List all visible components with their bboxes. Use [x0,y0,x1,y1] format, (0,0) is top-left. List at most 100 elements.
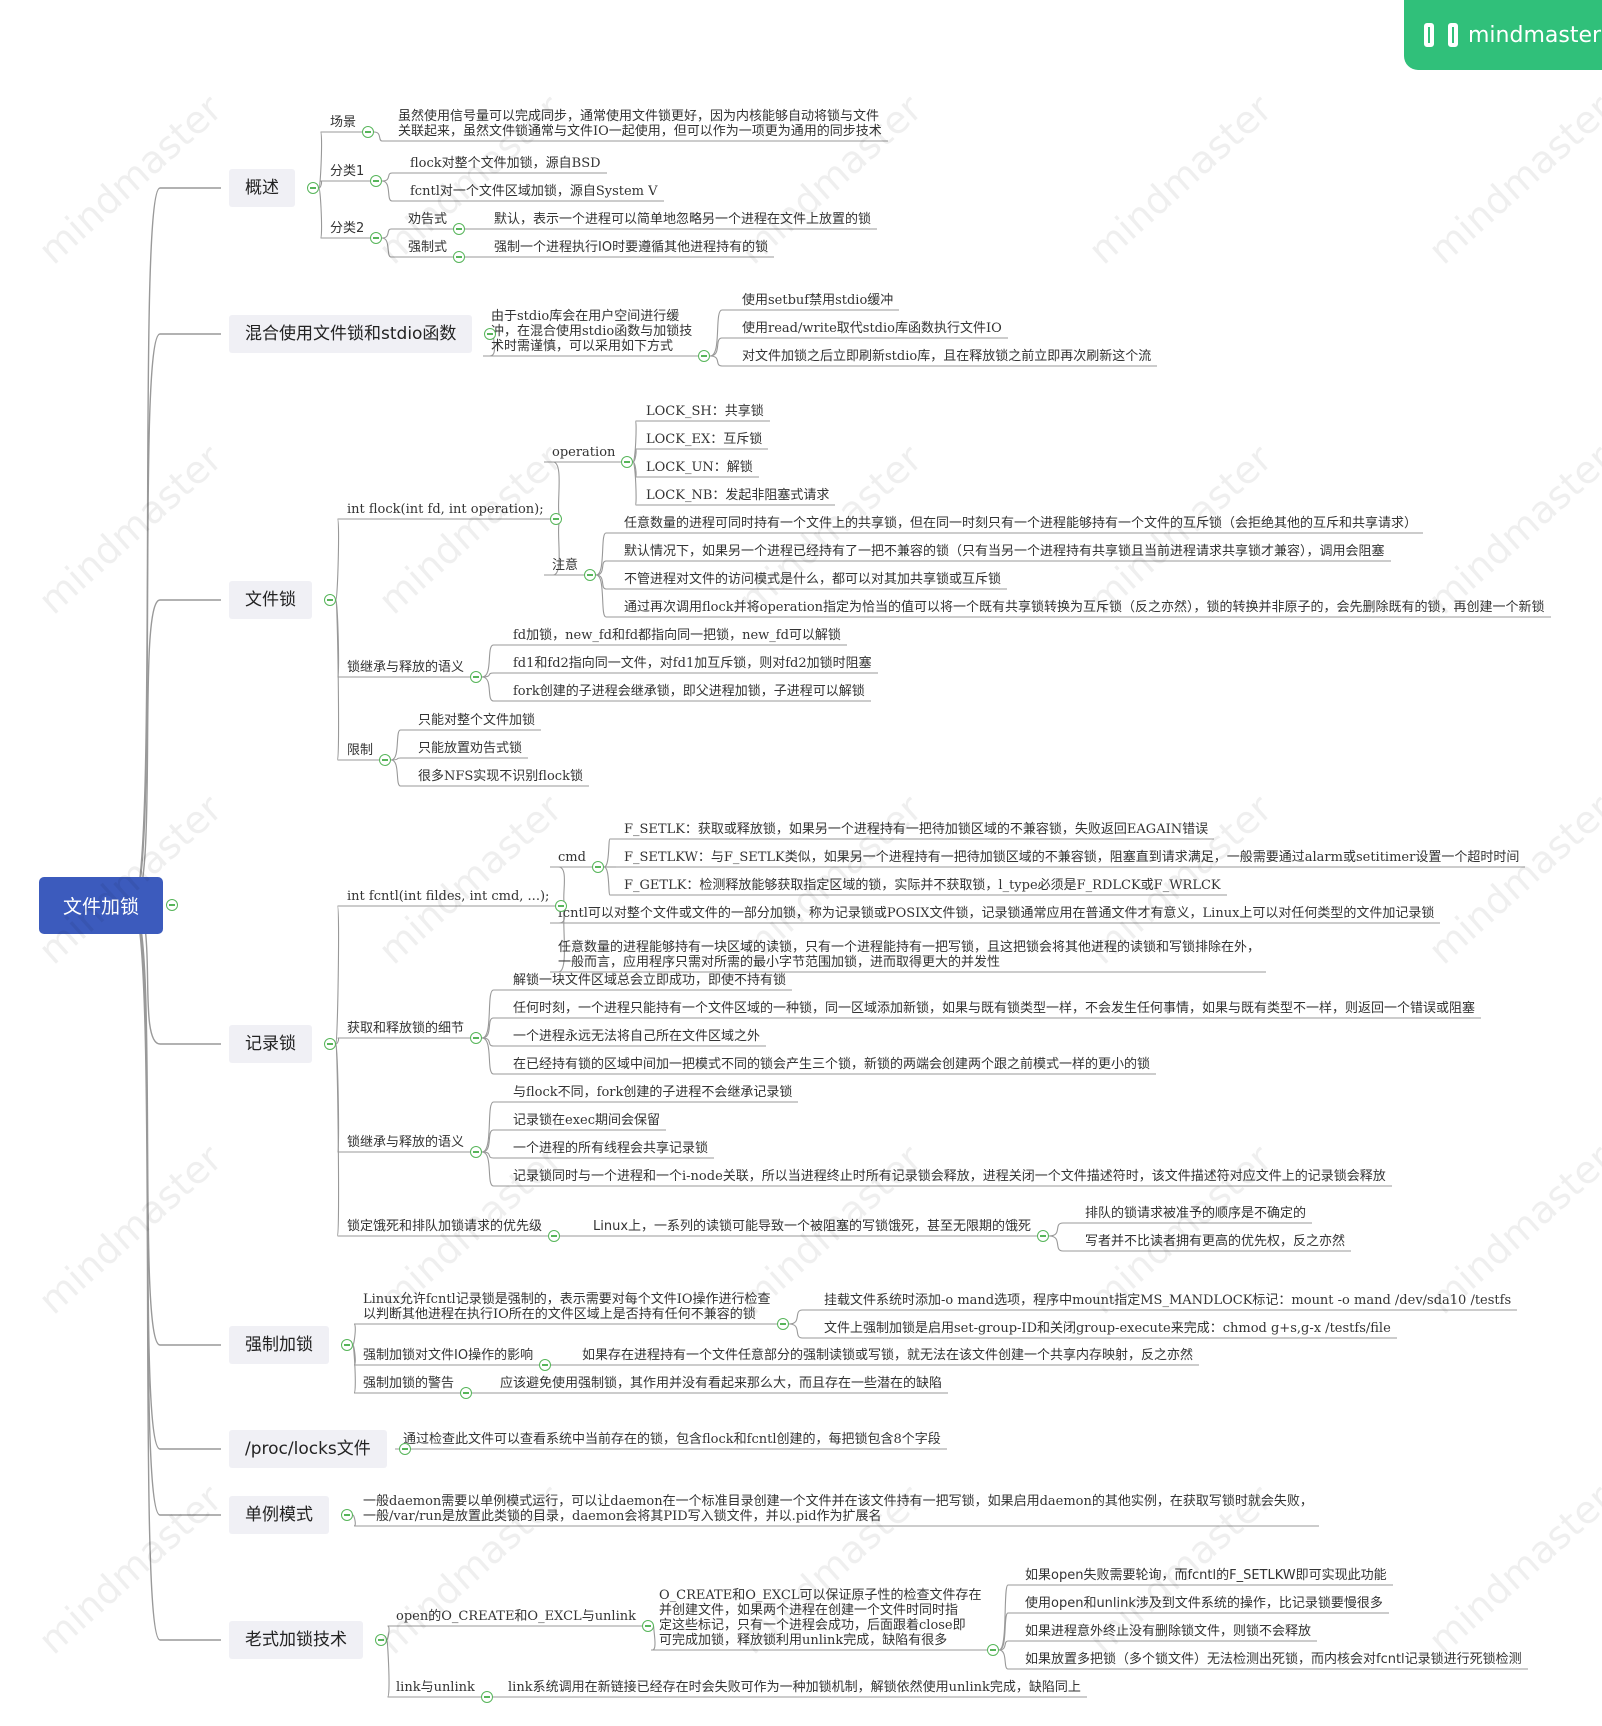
subtopic-n4a2[interactable]: fcntl可以对整个文件或文件的一部分加锁，称为记录锁或POSIX文件锁，记录锁… [558,906,1435,921]
subtopic-n8a[interactable]: open的O_CREATE和O_EXCL与unlink [396,1609,636,1624]
subtopic-n4d1b[interactable]: 写者并不比读者拥有更高的优先权，反之亦然 [1085,1234,1346,1249]
collapse-toggle-icon[interactable] [460,1387,472,1399]
subtopic-n4a1b[interactable]: F_SETLKW：与F_SETLK类似，如果另一个进程持有一把待加锁区域的不兼容… [624,850,1520,865]
collapse-toggle-icon[interactable] [362,126,374,138]
collapse-toggle-icon[interactable] [555,900,567,912]
subtopic-n5c[interactable]: 强制加锁的警告 [363,1376,455,1391]
collapse-toggle-icon[interactable] [324,594,336,606]
subtopic-n3a2b[interactable]: 默认情况下，如果另一个进程已经持有了一把不兼容的锁（只有当另一个进程持有共享锁且… [624,544,1385,559]
subtopic-n3a2d[interactable]: 通过再次调用flock并将operation指定为恰当的值可以将一个既有共享锁转… [624,600,1545,615]
topic-n5[interactable]: 强制加锁 [229,1326,329,1364]
collapse-toggle-icon[interactable] [453,251,465,263]
subtopic-n2a2[interactable]: 使用read/write取代stdio库函数执行文件IO [742,321,1002,336]
subtopic-n4a1c[interactable]: F_GETLK：检测释放能够获取指定区域的锁，实际并不获取锁，l_type必须是… [624,878,1221,893]
subtopic-n3b3[interactable]: fork创建的子进程会继承锁，即父进程加锁，子进程可以解锁 [513,684,865,699]
subtopic-n8b[interactable]: link与unlink [396,1680,475,1695]
subtopic-n1b[interactable]: 分类1 [330,164,365,179]
subtopic-n3c3[interactable]: 很多NFS实现不识别flock锁 [418,769,583,784]
collapse-toggle-icon[interactable] [539,1359,551,1371]
subtopic-n3a2c[interactable]: 不管进程对文件的访问模式是什么，都可以对其加共享锁或互斥锁 [624,572,1002,587]
topic-n4[interactable]: 记录锁 [229,1025,312,1063]
subtopic-n3a[interactable]: int flock(int fd, int operation); [347,502,544,517]
subtopic-n5b1[interactable]: 如果存在进程持有一个文件任意部分的强制读锁或写锁，就无法在该文件创建一个共享内存… [582,1348,1194,1363]
subtopic-n3a1b[interactable]: LOCK_EX：互斥锁 [646,432,763,447]
subtopic-n5a1[interactable]: 挂载文件系统时添加-o mand选项，程序中mount指定MS_MANDLOCK… [824,1293,1512,1308]
subtopic-n2a[interactable]: 由于stdio库会在用户空间进行缓 冲，在混合使用stdio函数与加锁技 术时需… [491,309,693,354]
subtopic-n4a1[interactable]: cmd [558,850,586,865]
collapse-toggle-icon[interactable] [453,223,465,235]
collapse-toggle-icon[interactable] [481,1691,493,1703]
subtopic-n5a[interactable]: Linux允许fcntl记录锁是强制的，表示需要对每个文件IO操作进行检查 以判… [363,1292,771,1322]
subtopic-n1c2a[interactable]: 强制一个进程执行IO时要遵循其他进程持有的锁 [494,240,769,255]
subtopic-n4b4[interactable]: 在已经持有锁的区域中间加一把模式不同的锁会产生三个锁，新锁的两端会创建两个跟之前… [513,1057,1151,1072]
subtopic-n3a2[interactable]: 注意 [552,558,579,573]
subtopic-n3b[interactable]: 锁继承与释放的语义 [347,660,465,675]
subtopic-n1c1a[interactable]: 默认，表示一个进程可以简单地忽略另一个进程在文件上放置的锁 [494,212,872,227]
subtopic-n2a1[interactable]: 使用setbuf禁用stdio缓冲 [742,293,894,308]
collapse-toggle-icon[interactable] [548,1230,560,1242]
subtopic-n3c2[interactable]: 只能放置劝告式锁 [418,741,523,756]
subtopic-n4a1a[interactable]: F_SETLK：获取或释放锁，如果另一个进程持有一把待加锁区域的不兼容锁，失败返… [624,822,1209,837]
collapse-toggle-icon[interactable] [621,456,633,468]
collapse-toggle-icon[interactable] [470,671,482,683]
collapse-toggle-icon[interactable] [550,513,562,525]
subtopic-n8b1[interactable]: link系统调用在新链接已经存在时会失败可作为一种加锁机制，解锁依然使用unli… [508,1680,1081,1695]
subtopic-n4d1a[interactable]: 排队的锁请求被准予的顺序是不确定的 [1085,1206,1307,1221]
brand-badge[interactable]: mindmaster [1404,0,1602,70]
collapse-toggle-icon[interactable] [370,232,382,244]
collapse-toggle-icon[interactable] [324,1038,336,1050]
subtopic-n4b1[interactable]: 解锁一块文件区域总会立即成功，即使不持有锁 [513,973,787,988]
topic-n7[interactable]: 单例模式 [229,1496,329,1534]
subtopic-n4c2[interactable]: 记录锁在exec期间会保留 [513,1113,660,1128]
subtopic-n1c[interactable]: 分类2 [330,221,365,236]
collapse-toggle-icon[interactable] [987,1644,999,1656]
subtopic-n4d1[interactable]: Linux上，一系列的读锁可能导致一个被阻塞的写锁饿死，甚至无限期的饿死 [593,1219,1032,1234]
subtopic-n4b2[interactable]: 任何时刻，一个进程只能持有一个文件区域的一种锁，同一区域添加新锁，如果与既有锁类… [513,1001,1476,1016]
collapse-toggle-icon[interactable] [379,754,391,766]
collapse-toggle-icon[interactable] [375,1634,387,1646]
collapse-toggle-icon[interactable] [698,350,710,362]
subtopic-n4d[interactable]: 锁定饿死和排队加锁请求的优先级 [347,1219,543,1234]
subtopic-n1b2[interactable]: fcntl对一个文件区域加锁，源自System V [410,184,658,199]
subtopic-n4b3[interactable]: 一个进程永远无法将自己所在文件区域之外 [513,1029,761,1044]
collapse-toggle-icon[interactable] [166,899,178,911]
subtopic-n3a1c[interactable]: LOCK_UN：解锁 [646,460,753,475]
subtopic-n1a1[interactable]: 虽然使用信号量可以完成同步，通常使用文件锁更好，因为内核能够自动将锁与文件 关联… [398,109,882,139]
subtopic-n3c1[interactable]: 只能对整个文件加锁 [418,713,536,728]
subtopic-n5a2[interactable]: 文件上强制加锁是启用set-group-ID和关闭group-execute来完… [824,1321,1391,1336]
subtopic-n4b[interactable]: 获取和释放锁的细节 [347,1021,465,1036]
collapse-toggle-icon[interactable] [484,328,496,340]
subtopic-n4c3[interactable]: 一个进程的所有线程会共享记录锁 [513,1141,709,1156]
collapse-toggle-icon[interactable] [470,1032,482,1044]
subtopic-n3a1[interactable]: operation [552,445,616,460]
collapse-toggle-icon[interactable] [470,1146,482,1158]
topic-n6[interactable]: /proc/locks文件 [229,1430,387,1468]
collapse-toggle-icon[interactable] [341,1339,353,1351]
subtopic-n4c4[interactable]: 记录锁同时与一个进程和一个i-node关联，所以当进程终止时所有记录锁会释放，进… [513,1169,1386,1184]
collapse-toggle-icon[interactable] [307,182,319,194]
subtopic-n8a1c[interactable]: 如果进程意外终止没有删除锁文件，则锁不会释放 [1025,1624,1312,1639]
subtopic-n4c[interactable]: 锁继承与释放的语义 [347,1135,465,1150]
subtopic-n1b1[interactable]: flock对整个文件加锁，源自BSD [410,156,601,171]
subtopic-n8a1d[interactable]: 如果放置多把锁（多个锁文件）无法检测出死锁，而内核会对fcntl记录锁进行死锁检… [1025,1652,1522,1667]
collapse-toggle-icon[interactable] [642,1620,654,1632]
subtopic-n8a1a[interactable]: 如果open失败需要轮询，而fcntl的F_SETLKW即可实现此功能 [1025,1568,1387,1583]
collapse-toggle-icon[interactable] [370,175,382,187]
subtopic-n6a[interactable]: 通过检查此文件可以查看系统中当前存在的锁，包含flock和fcntl创建的，每把… [403,1432,941,1447]
subtopic-n8a1b[interactable]: 使用open和unlink涉及到文件系统的操作，比记录锁要慢很多 [1025,1596,1383,1611]
collapse-toggle-icon[interactable] [1037,1230,1049,1242]
subtopic-n1c1[interactable]: 劝告式 [408,212,448,227]
collapse-toggle-icon[interactable] [592,861,604,873]
subtopic-n7a[interactable]: 一般daemon需要以单例模式运行，可以让daemon在一个标准目录创建一个文件… [363,1494,1313,1524]
topic-n8[interactable]: 老式加锁技术 [229,1621,363,1659]
subtopic-n1c2[interactable]: 强制式 [408,240,448,255]
collapse-toggle-icon[interactable] [777,1318,789,1330]
subtopic-n3c[interactable]: 限制 [347,743,374,758]
subtopic-n3b2[interactable]: fd1和fd2指向同一文件，对fd1加互斥锁，则对fd2加锁时阻塞 [513,656,872,671]
root-topic[interactable]: 文件加锁 [39,877,163,934]
topic-n3[interactable]: 文件锁 [229,581,312,619]
subtopic-n4a[interactable]: int fcntl(int fildes, int cmd, ...); [347,889,550,904]
subtopic-n3a1d[interactable]: LOCK_NB：发起非阻塞式请求 [646,488,830,503]
subtopic-n5c1[interactable]: 应该避免使用强制锁，其作用并没有看起来那么大，而且存在一些潜在的缺陷 [500,1376,943,1391]
topic-n2[interactable]: 混合使用文件锁和stdio函数 [229,315,473,353]
